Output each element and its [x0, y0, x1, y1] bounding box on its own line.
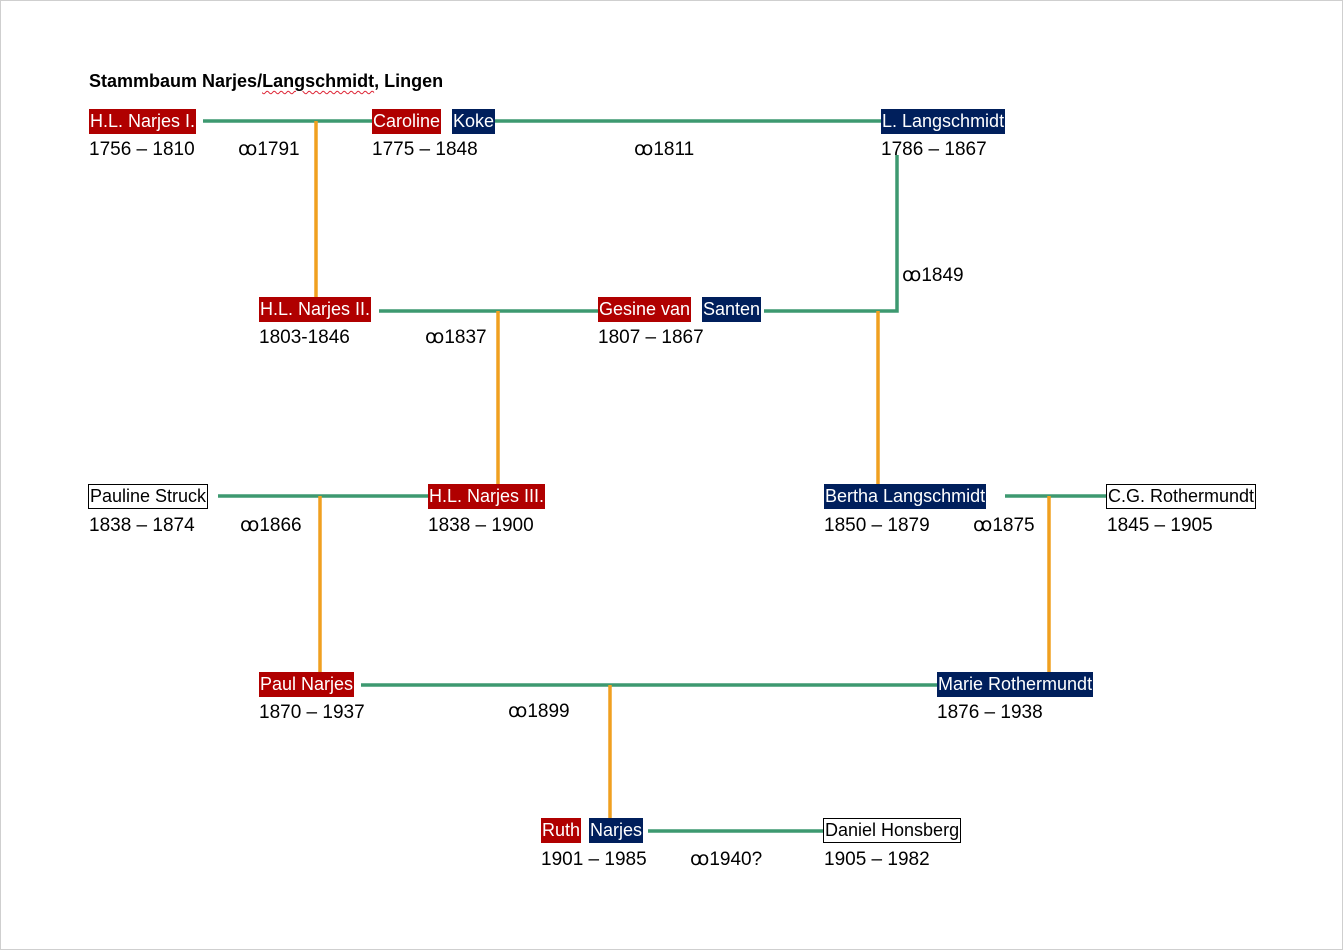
person-dates-hl-narjes-1: 1756 – 1810 — [89, 139, 195, 160]
page-title: Stammbaum Narjes/Langschmidt, Lingen — [89, 71, 443, 92]
person-dates-ruth-narjes: 1901 – 1985 — [541, 849, 647, 870]
person-dates-hl-narjes-3: 1838 – 1900 — [428, 515, 534, 536]
marriage-label-1791: ꝏ1791 — [238, 139, 300, 160]
person-dates-bertha-langschmidt: 1850 – 1879 — [824, 515, 930, 536]
marriage-label-1866: ꝏ1866 — [240, 515, 302, 536]
person-dates-marie-rothermundt: 1876 – 1938 — [937, 702, 1043, 723]
person-name-koke: Koke — [452, 109, 496, 134]
person-name-paul-narjes: Paul Narjes — [259, 672, 355, 697]
person-dates-hl-narjes-2: 1803-1846 — [259, 327, 350, 348]
person-name-marie-rothermundt: Marie Rothermundt — [937, 672, 1094, 697]
person-name-narjes: Narjes — [589, 818, 644, 843]
person-name-l-langschmidt: L. Langschmidt — [881, 109, 1006, 134]
person-name-hl-narjes-2: H.L. Narjes II. — [259, 297, 372, 322]
person-name-hl-narjes-3: H.L. Narjes III. — [428, 484, 546, 509]
marriage-line-1849 — [764, 155, 899, 313]
person-name-bertha-langschmidt: Bertha Langschmidt — [824, 484, 987, 509]
person-name-daniel-honsberg: Daniel Honsberg — [823, 818, 962, 843]
person-name-hl-narjes-1: H.L. Narjes I. — [89, 109, 197, 134]
title-suffix: , Lingen — [374, 71, 444, 91]
person-name-gesine-van: Gesine van — [598, 297, 692, 322]
person-dates-cg-rothermundt: 1845 – 1905 — [1107, 515, 1213, 536]
person-name-santen: Santen — [702, 297, 762, 322]
person-dates-pauline-struck: 1838 – 1874 — [89, 515, 195, 536]
marriage-label-1849: ꝏ1849 — [902, 265, 964, 286]
person-dates-daniel-honsberg: 1905 – 1982 — [824, 849, 930, 870]
person-name-ruth: Ruth — [541, 818, 582, 843]
person-dates-l-langschmidt: 1786 – 1867 — [881, 139, 987, 160]
person-dates-paul-narjes: 1870 – 1937 — [259, 702, 365, 723]
title-underlined-word: Langschmidt — [262, 71, 375, 91]
person-dates-caroline-koke: 1775 – 1848 — [372, 139, 478, 160]
marriage-label-1875: ꝏ1875 — [973, 515, 1035, 536]
person-name-caroline: Caroline — [372, 109, 442, 134]
marriage-label-1811: ꝏ1811 — [634, 139, 695, 160]
marriage-label-1940: ꝏ1940? — [690, 849, 763, 870]
person-name-cg-rothermundt: C.G. Rothermundt — [1106, 484, 1257, 509]
marriage-label-1899: ꝏ1899 — [508, 701, 570, 722]
marriage-label-1837: ꝏ1837 — [425, 327, 487, 348]
person-name-pauline-struck: Pauline Struck — [88, 484, 209, 509]
title-prefix: Stammbaum Narjes/ — [89, 71, 263, 91]
person-dates-gesine-van-santen: 1807 – 1867 — [598, 327, 704, 348]
